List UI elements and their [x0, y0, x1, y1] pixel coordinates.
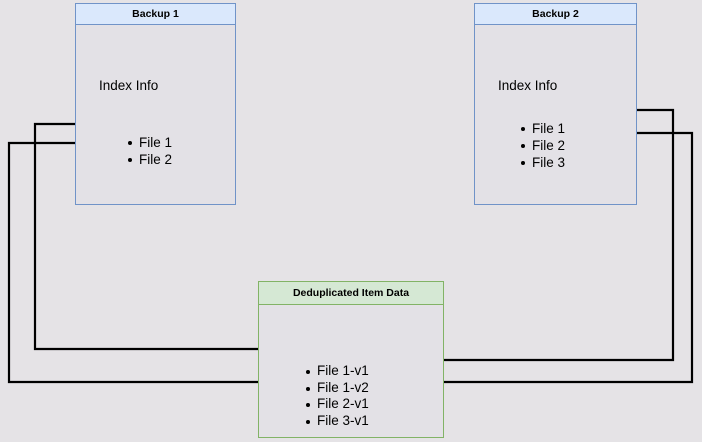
- node-backup-1[interactable]: Backup 1 Index Info File 1 File 2: [75, 3, 236, 205]
- list-item: File 3-v1: [304, 413, 369, 430]
- node-dedup-title: Deduplicated Item Data: [259, 282, 443, 305]
- node-backup-2[interactable]: Backup 2 Index Info File 1 File 2 File 3: [474, 3, 637, 205]
- node-backup-2-index-label: Index Info: [498, 78, 558, 93]
- node-backup-1-index-label: Index Info: [99, 78, 159, 93]
- list-item: File 1-v1: [304, 363, 369, 380]
- node-backup-1-body: Index Info File 1 File 2: [76, 25, 235, 204]
- node-dedup-file-list: File 1-v1 File 1-v2 File 2-v1 File 3-v1: [304, 363, 369, 429]
- node-deduplicated-item-data[interactable]: Deduplicated Item Data File 1-v1 File 1-…: [258, 281, 444, 438]
- node-backup-2-title: Backup 2: [475, 4, 636, 25]
- node-dedup-body: File 1-v1 File 1-v2 File 2-v1 File 3-v1: [259, 305, 443, 437]
- node-backup-2-file-list: File 1 File 2 File 3: [519, 120, 565, 171]
- node-backup-2-body: Index Info File 1 File 2 File 3: [475, 25, 636, 204]
- list-item: File 2-v1: [304, 396, 369, 413]
- list-item: File 2: [126, 151, 172, 168]
- list-item: File 1: [126, 134, 172, 151]
- list-item: File 3: [519, 154, 565, 171]
- node-backup-1-title: Backup 1: [76, 4, 235, 25]
- list-item: File 2: [519, 137, 565, 154]
- list-item: File 1: [519, 120, 565, 137]
- node-backup-1-file-list: File 1 File 2: [126, 134, 172, 168]
- list-item: File 1-v2: [304, 380, 369, 397]
